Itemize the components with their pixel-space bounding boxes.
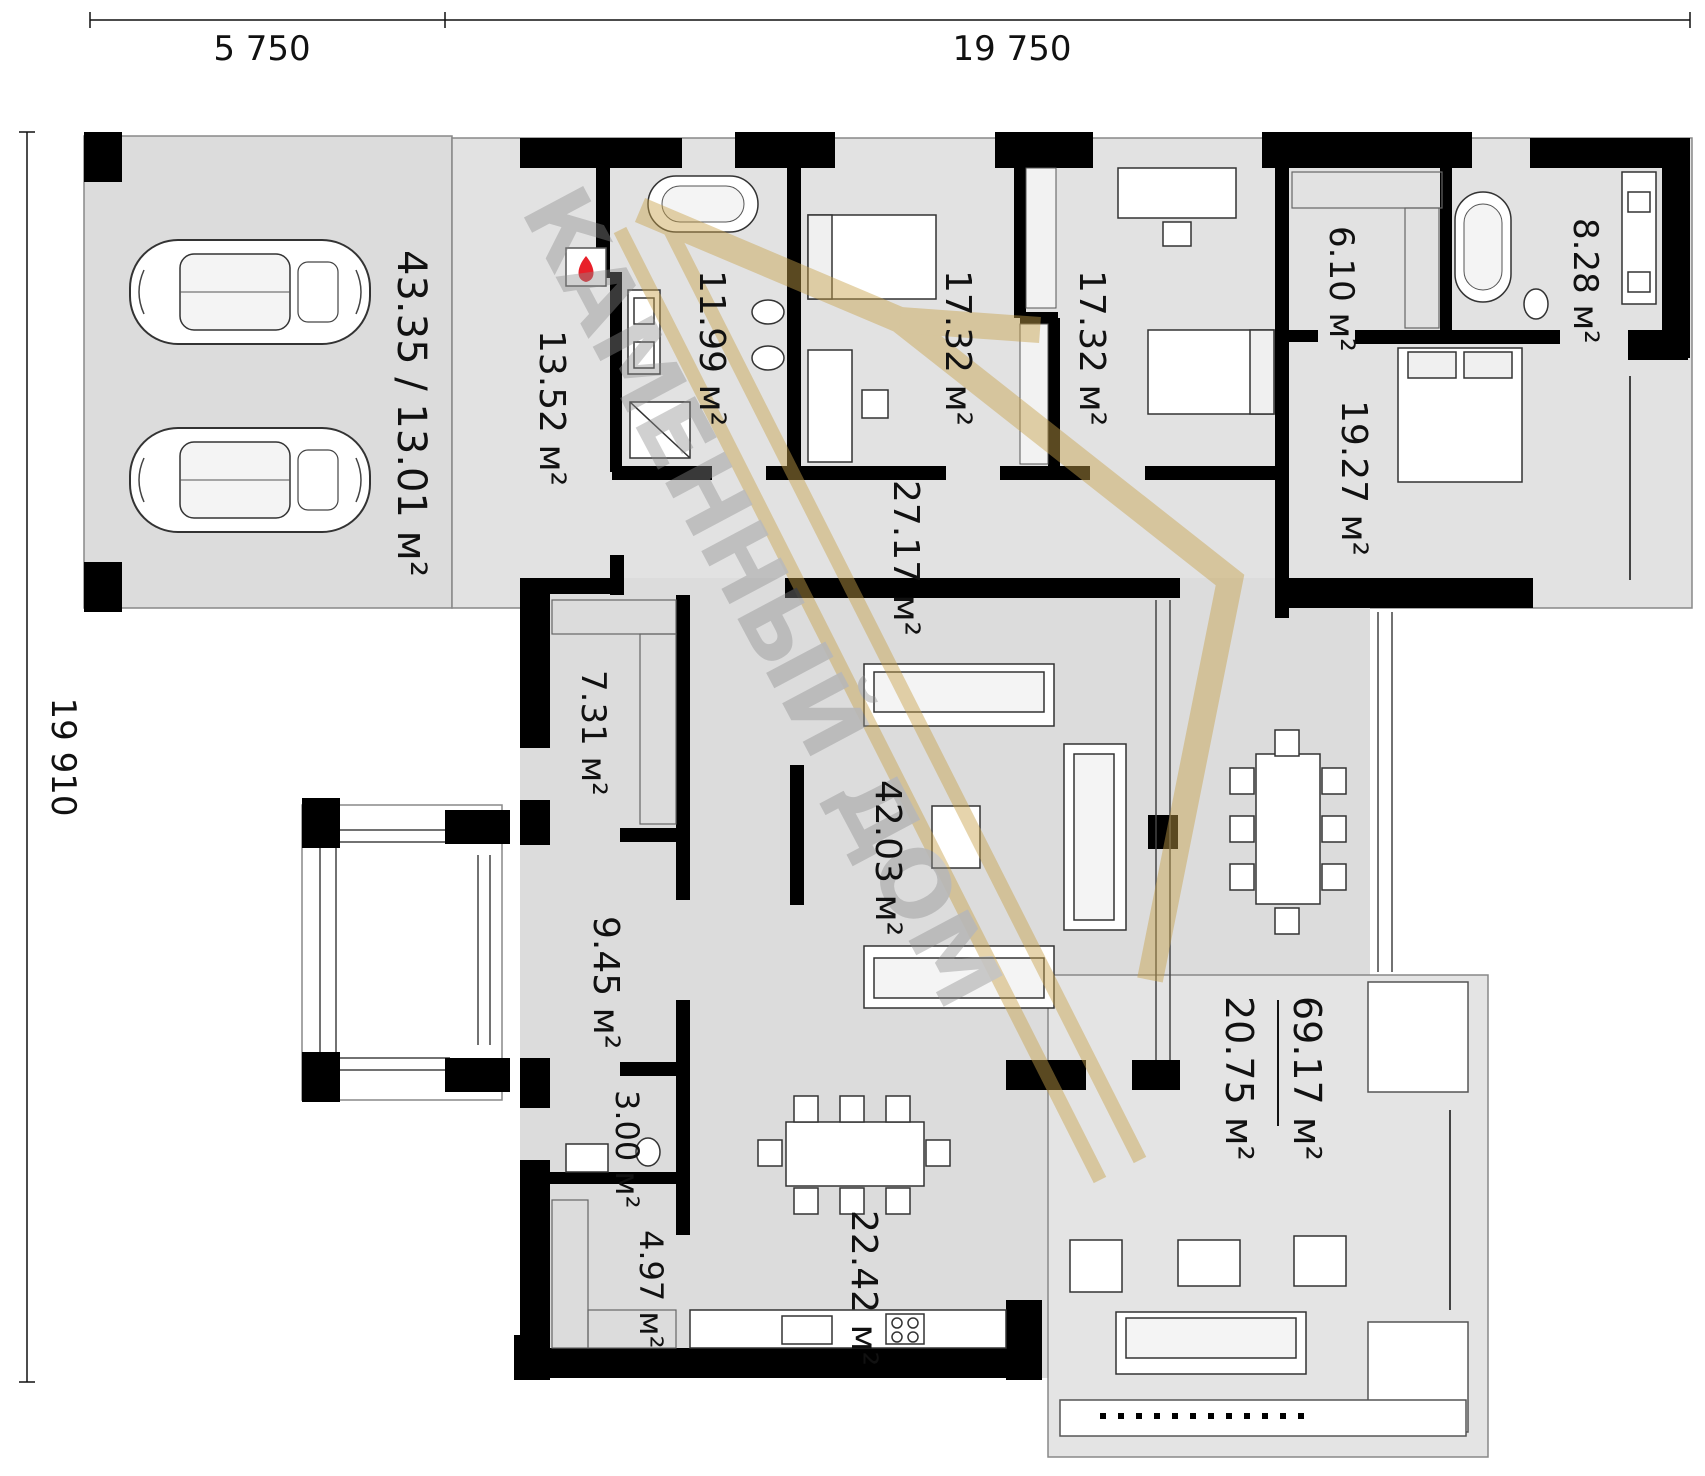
svg-text:43.35 / 13.01 м²: 43.35 / 13.01 м² [388, 250, 434, 577]
svg-text:42.03 м²: 42.03 м² [867, 780, 908, 936]
hall-unit: м² [867, 895, 908, 937]
svg-text:22.42 м²: 22.42 м² [843, 1210, 884, 1366]
toilet-icon [1523, 288, 1549, 320]
shelving [551, 599, 677, 825]
shower-icon [629, 401, 691, 459]
railing [1100, 1413, 1304, 1419]
car-icon [129, 427, 371, 533]
garage-unit: м² [388, 531, 434, 577]
corridor-area: 27.17 [885, 480, 926, 583]
hall-area: 42.03 [867, 780, 908, 883]
dimension-top-left: 5 750 [213, 29, 310, 69]
kitchen-unit: м² [843, 1325, 884, 1367]
bath-1-area: 11.99 [691, 270, 732, 373]
garage-area: 43.35 / 13.01 [388, 250, 434, 518]
bath-1-unit: м² [691, 385, 732, 427]
bedroom-2-unit: м² [1071, 385, 1112, 427]
porch [319, 829, 491, 1071]
table-icon [931, 805, 981, 869]
bedroom-1-unit: м² [937, 385, 978, 427]
area-labels: 43.35 / 13.01 м² 13.52 м² 11.99 м² 17.32… [388, 218, 1605, 1366]
entrance-unit: м² [585, 1008, 626, 1050]
dimension-left: 19 910 [43, 698, 83, 817]
storage-unit: м² [573, 757, 613, 796]
bedroom-2-area: 17.32 [1071, 270, 1112, 373]
bedroom-1-area: 17.32 [937, 270, 978, 373]
table-icon [1229, 729, 1347, 935]
wardrobe [1019, 167, 1057, 465]
pantry-unit: м² [632, 1311, 670, 1348]
toilet-icon [565, 1137, 661, 1173]
svg-text:7.31 м²: 7.31 м² [573, 670, 613, 796]
storage-area: 7.31 [573, 670, 613, 746]
svg-text:19.27 м²: 19.27 м² [1333, 400, 1374, 556]
svg-text:17.32 м²: 17.32 м² [937, 270, 978, 426]
armchair-icon [1069, 1235, 1347, 1293]
terrace-area: 69.17 [1285, 996, 1329, 1105]
corridor-unit: м² [885, 595, 926, 637]
dimension-top-right: 19 750 [953, 29, 1072, 69]
table-icon [757, 1095, 951, 1215]
entrance-area: 9.45 [585, 916, 626, 996]
pantry-area: 4.97 [632, 1230, 670, 1301]
bath-2-area: 8.28 [1565, 218, 1605, 294]
svg-text:69.17 м²: 69.17 м² [1285, 996, 1329, 1161]
svg-text:4.97 м²: 4.97 м² [632, 1230, 670, 1348]
svg-text:20.75 м²: 20.75 м² [1217, 996, 1261, 1161]
dressing-area: 6.10 [1321, 226, 1361, 302]
terrace-unit-2: м² [1217, 1117, 1261, 1161]
svg-text:8.28 м²: 8.28 м² [1565, 218, 1605, 344]
toilet-icon [751, 299, 785, 371]
bed-icon [1397, 347, 1523, 483]
sofa-icon [863, 663, 1055, 727]
boiler-area: 13.52 [531, 330, 572, 433]
fire-icon [565, 247, 607, 287]
bath-2-unit: м² [1565, 305, 1605, 344]
svg-text:27.17 м²: 27.17 м² [885, 480, 926, 636]
svg-text:11.99 м²: 11.99 м² [691, 270, 732, 426]
kitchen-area: 22.42 [843, 1210, 884, 1313]
svg-text:13.52 м²: 13.52 м² [531, 330, 572, 486]
svg-text:6.10 м²: 6.10 м² [1321, 226, 1361, 352]
shelving [551, 1199, 677, 1349]
desk-icon [807, 349, 889, 463]
svg-text:3.00 м²: 3.00 м² [608, 1090, 646, 1208]
car-icon [129, 239, 371, 345]
desk-icon [1117, 167, 1237, 247]
glass-wall [1155, 600, 1393, 1060]
shelving [1291, 171, 1443, 329]
sink-icon [1621, 171, 1657, 305]
master-bedroom-unit: м² [1333, 515, 1374, 557]
sofa-icon [1063, 743, 1127, 931]
bathtub-icon [647, 175, 759, 233]
svg-text:17.32 м²: 17.32 м² [1071, 270, 1112, 426]
stove-icon [689, 1309, 1007, 1349]
dressing-unit: м² [1321, 313, 1361, 352]
terrace-area-2: 20.75 [1217, 996, 1261, 1105]
svg-text:9.45 м²: 9.45 м² [585, 916, 626, 1049]
table-icon [1177, 1239, 1241, 1287]
wc-area: 3.00 [608, 1090, 646, 1161]
terrace-unit: м² [1285, 1117, 1329, 1161]
wc-unit: м² [608, 1171, 646, 1208]
bed-icon [807, 214, 937, 300]
bathtub-icon [1454, 191, 1512, 303]
bed-icon [1147, 329, 1275, 415]
master-bedroom-area: 19.27 [1333, 400, 1374, 503]
sofa-icon [863, 945, 1055, 1009]
boiler-unit: м² [531, 445, 572, 487]
dimension-lines [19, 12, 1691, 1383]
sink-icon [627, 289, 661, 375]
planter [1059, 981, 1469, 1437]
sofa-icon [1115, 1311, 1307, 1375]
